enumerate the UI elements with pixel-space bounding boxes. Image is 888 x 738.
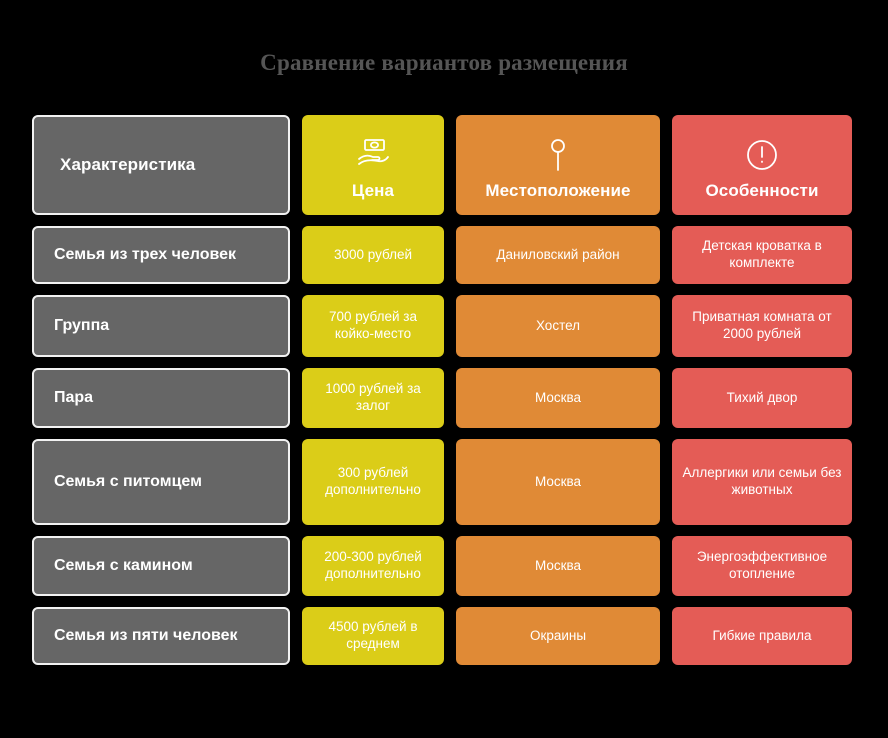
cell-features-text: Аллергики или семьи без животных bbox=[682, 465, 842, 497]
cell-price: 1000 рублей за залог bbox=[302, 368, 444, 428]
map-pin-icon bbox=[546, 138, 570, 172]
comparison-table: Характеристика Цена bbox=[32, 115, 852, 665]
cell-location: Москва bbox=[456, 439, 660, 525]
cell-features: Приватная комната от 2000 рублей bbox=[672, 295, 852, 357]
table-row: Семья из пяти человек 4500 рублей в сред… bbox=[32, 607, 852, 665]
cell-price-text: 300 рублей дополнительно bbox=[325, 465, 421, 497]
table-row: Семья с питомцем 300 рублей дополнительн… bbox=[32, 439, 852, 525]
cell-feature-text: Пара bbox=[54, 389, 94, 406]
header-cell-price: Цена bbox=[302, 115, 444, 215]
cell-location-text: Окраины bbox=[529, 627, 587, 643]
cell-features: Энергоэффективное отопление bbox=[672, 536, 852, 596]
cell-features: Детская кроватка в комплекте bbox=[672, 226, 852, 284]
header-cell-feature: Характеристика bbox=[32, 115, 290, 215]
cell-feature-text: Семья из пяти человек bbox=[54, 627, 238, 644]
header-label-feature: Характеристика bbox=[60, 155, 196, 175]
cell-location: Окраины bbox=[456, 607, 660, 665]
page-title: Сравнение вариантов размещения bbox=[260, 50, 628, 75]
money-in-hand-icon bbox=[355, 138, 391, 172]
cell-location-text: Москва bbox=[534, 473, 582, 489]
cell-feature-text: Семья с камином bbox=[54, 557, 193, 574]
header-cell-features: Особенности bbox=[672, 115, 852, 215]
cell-features: Гибкие правила bbox=[672, 607, 852, 665]
cell-feature: Группа bbox=[32, 295, 290, 357]
cell-feature: Семья с питомцем bbox=[32, 439, 290, 525]
cell-price-text: 700 рублей за койко-место bbox=[328, 309, 418, 341]
cell-location-text: Москва bbox=[534, 557, 582, 573]
cell-features-text: Детская кроватка в комплекте bbox=[702, 238, 822, 270]
cell-location-text: Даниловский район bbox=[496, 246, 620, 262]
cell-location: Москва bbox=[456, 536, 660, 596]
cell-feature: Семья из пяти человек bbox=[32, 607, 290, 665]
cell-location-text: Москва bbox=[534, 389, 582, 405]
cell-price: 200-300 рублей дополнительно bbox=[302, 536, 444, 596]
cell-price: 3000 рублей bbox=[302, 226, 444, 284]
cell-features: Аллергики или семьи без животных bbox=[672, 439, 852, 525]
table-row: Пара 1000 рублей за залог Москва Тихий д… bbox=[32, 368, 852, 428]
cell-price-text: 200-300 рублей дополнительно bbox=[324, 549, 422, 581]
cell-feature-text: Семья из трех человек bbox=[54, 246, 237, 263]
header-label-price: Цена bbox=[351, 180, 395, 200]
cell-location: Хостел bbox=[456, 295, 660, 357]
table-row: Группа 700 рублей за койко-место Хостел … bbox=[32, 295, 852, 357]
cell-price: 4500 рублей в среднем bbox=[302, 607, 444, 665]
table-row: Семья из трех человек 3000 рублей Данило… bbox=[32, 226, 852, 284]
cell-price-text: 4500 рублей в среднем bbox=[328, 619, 418, 651]
cell-location: Москва bbox=[456, 368, 660, 428]
cell-price: 300 рублей дополнительно bbox=[302, 439, 444, 525]
cell-feature: Семья из трех человек bbox=[32, 226, 290, 284]
cell-location-text: Хостел bbox=[535, 317, 581, 333]
cell-price-text: 3000 рублей bbox=[333, 246, 413, 262]
exclamation-circle-icon bbox=[745, 138, 779, 172]
cell-features: Тихий двор bbox=[672, 368, 852, 428]
header-cell-location: Местоположение bbox=[456, 115, 660, 215]
cell-features-text: Приватная комната от 2000 рублей bbox=[692, 309, 832, 341]
cell-feature: Семья с камином bbox=[32, 536, 290, 596]
cell-feature: Пара bbox=[32, 368, 290, 428]
table-header-row: Характеристика Цена bbox=[32, 115, 852, 215]
cell-price-text: 1000 рублей за залог bbox=[325, 381, 421, 413]
cell-features-text: Энергоэффективное отопление bbox=[696, 549, 828, 581]
cell-features-text: Гибкие правила bbox=[712, 627, 812, 643]
header-label-features: Особенности bbox=[705, 180, 819, 200]
cell-location: Даниловский район bbox=[456, 226, 660, 284]
cell-price: 700 рублей за койко-место bbox=[302, 295, 444, 357]
cell-features-text: Тихий двор bbox=[726, 389, 798, 405]
table-row: Семья с камином 200-300 рублей дополните… bbox=[32, 536, 852, 596]
header-label-location: Местоположение bbox=[485, 180, 631, 200]
cell-feature-text: Семья с питомцем bbox=[54, 473, 202, 490]
cell-feature-text: Группа bbox=[54, 317, 110, 334]
